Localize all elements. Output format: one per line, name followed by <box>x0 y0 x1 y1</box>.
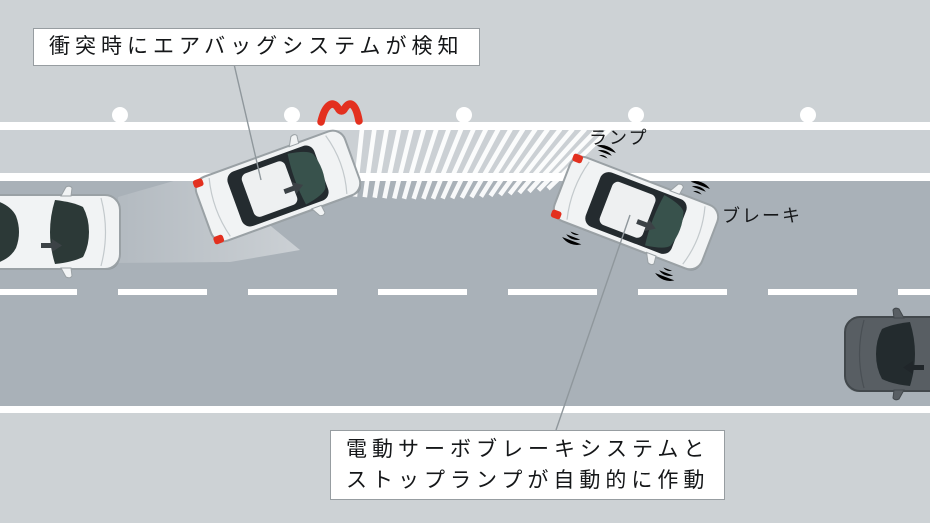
airbag-leader-line <box>233 63 262 181</box>
car-following-traffic <box>0 186 120 278</box>
lane-line-bottom <box>0 406 930 413</box>
brake-callout: 電動サーボブレーキシステムと ストップランプが自動的に作動 <box>330 430 726 500</box>
center-dashed-line <box>0 289 930 295</box>
car-oncoming-dark <box>845 308 930 400</box>
brake-callout-line1: 電動サーボブレーキシステムと <box>346 438 710 461</box>
lamp-label: ランプ <box>589 128 649 148</box>
airbag-callout: 衝突時にエアバッグシステムが検知 <box>33 28 480 66</box>
road-studs <box>112 107 816 123</box>
brake-label: ブレーキ <box>722 206 802 226</box>
brake-callout-line2: ストップランプが自動的に作動 <box>346 469 710 492</box>
airbag-callout-text: 衝突時にエアバッグシステムが検知 <box>49 35 464 58</box>
outer-lane-line-top <box>0 122 930 130</box>
impact-flash-icon <box>317 100 363 126</box>
brake-leader-line <box>555 214 631 431</box>
